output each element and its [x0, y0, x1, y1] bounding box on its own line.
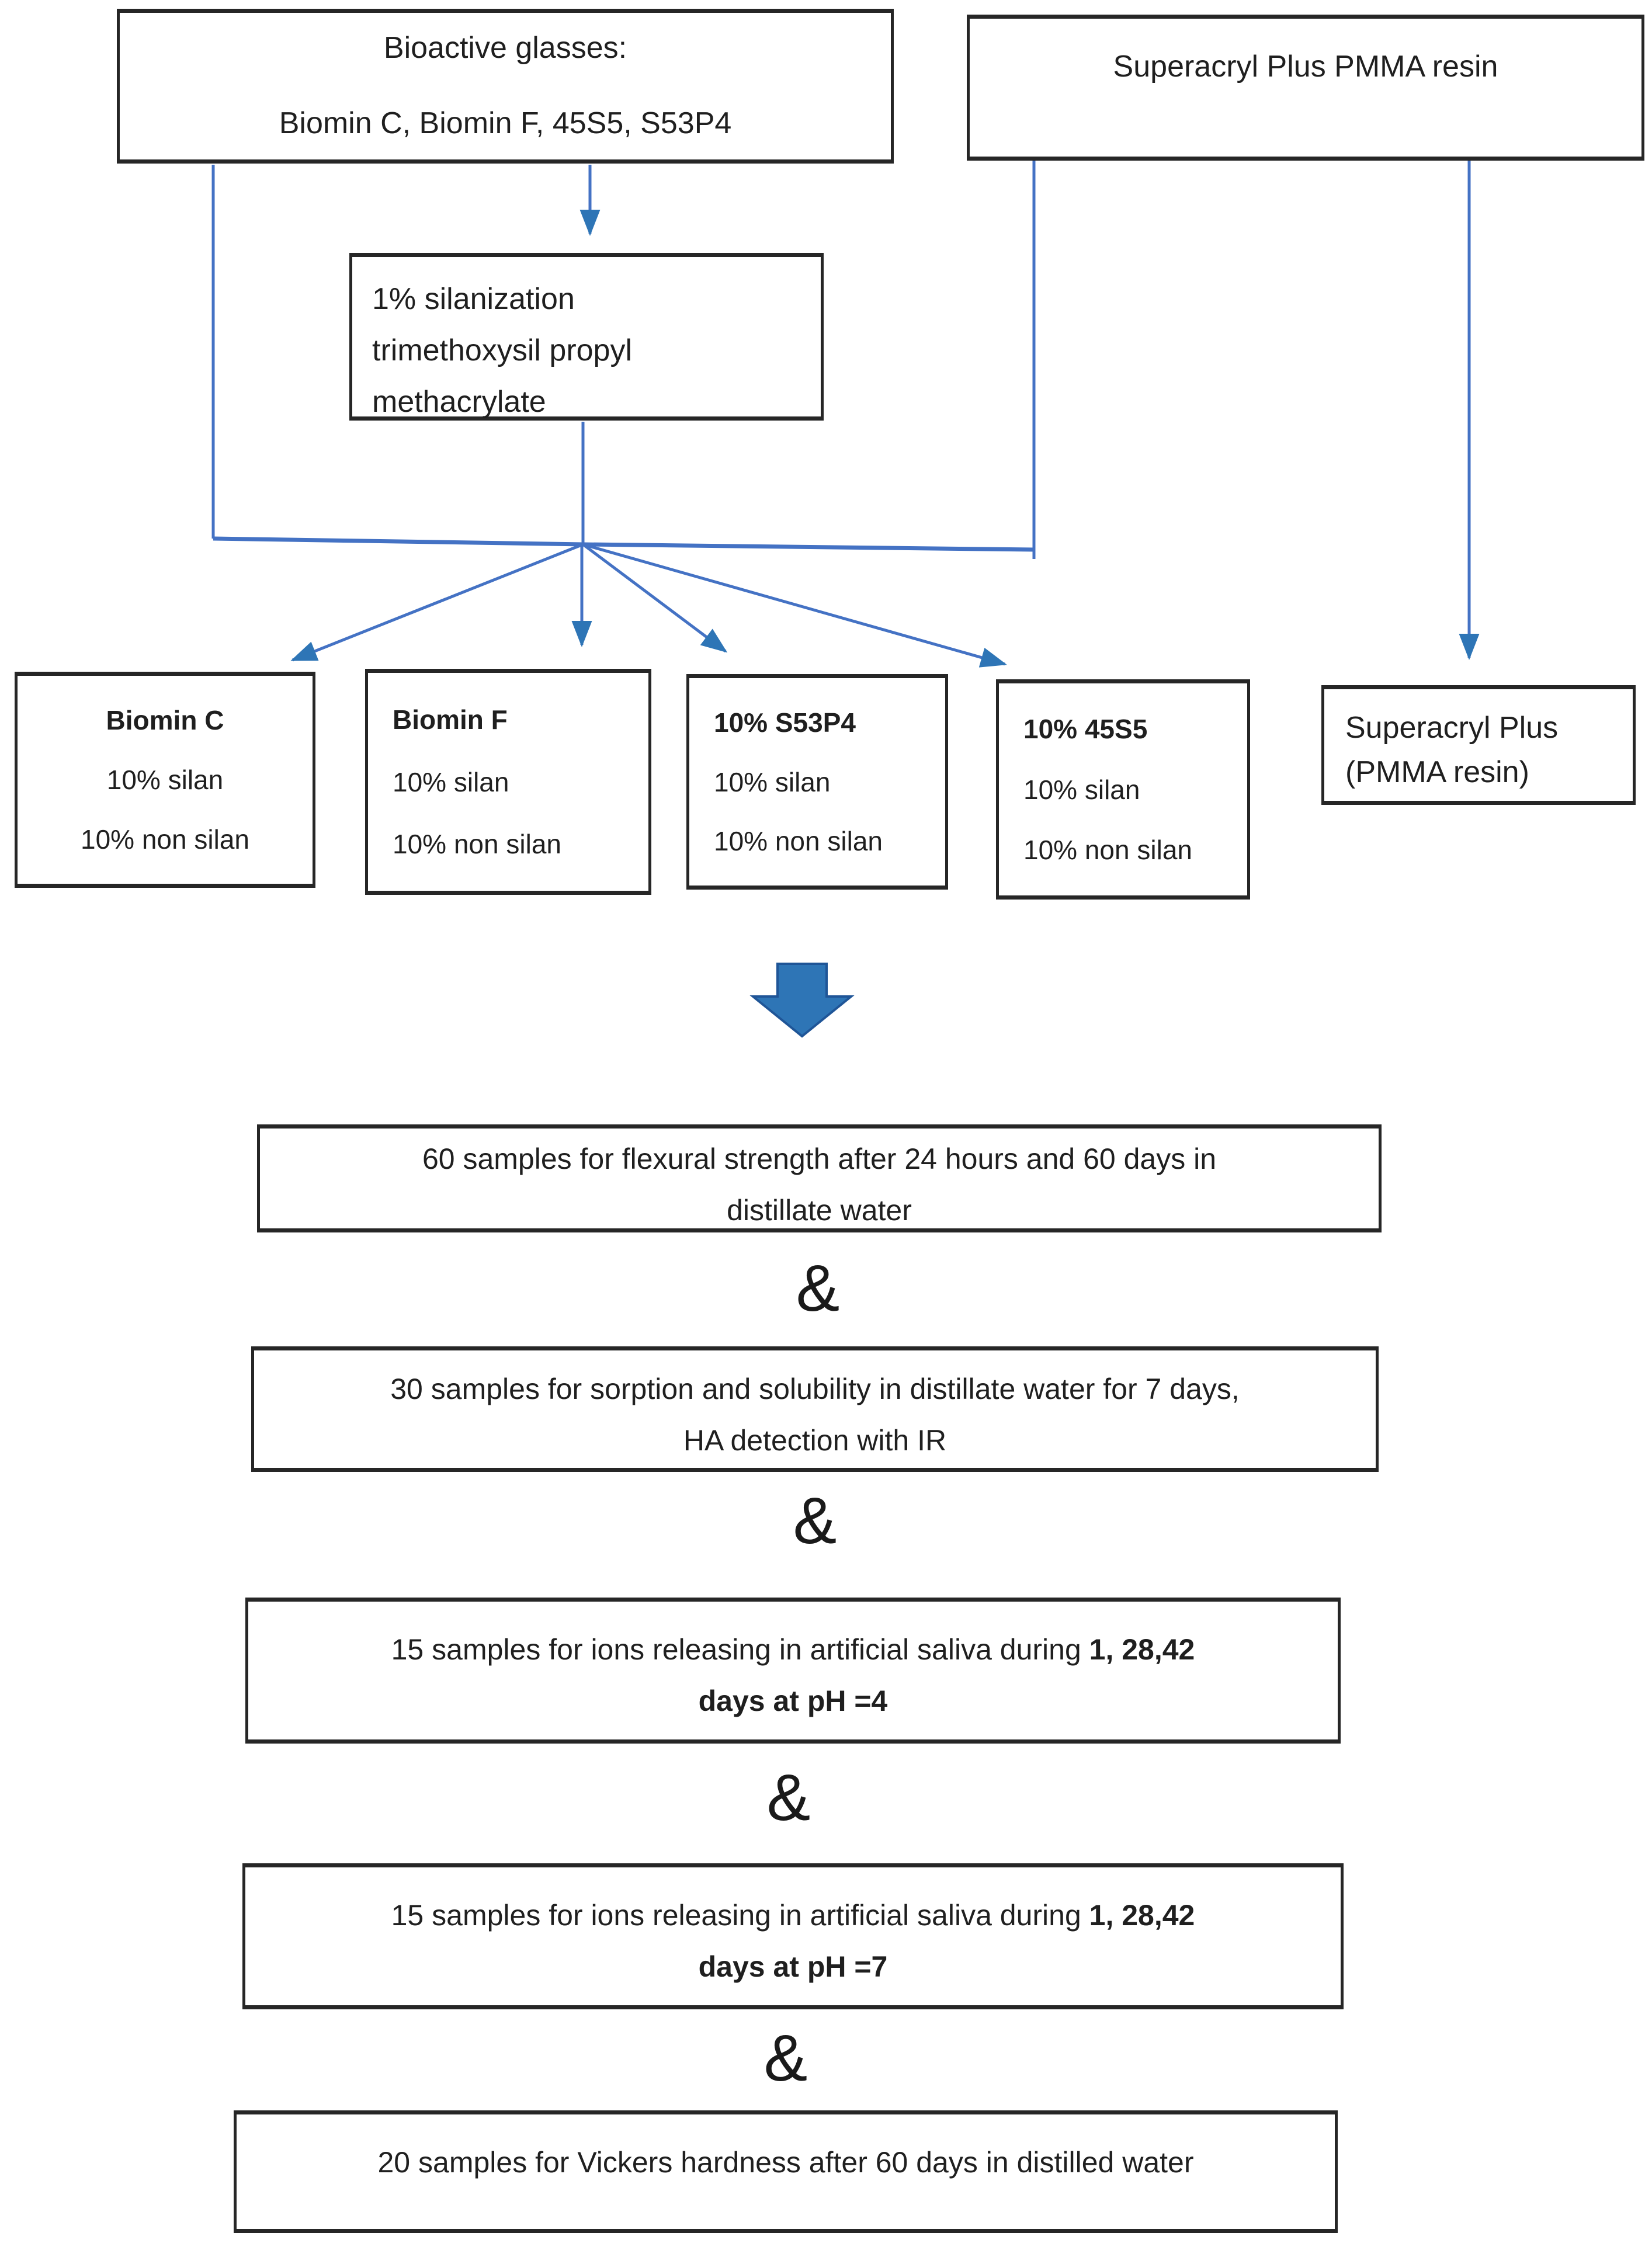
ampersand-separator-1: &	[796, 1252, 840, 1325]
material-title: Biomin F	[393, 704, 508, 735]
silanization-line-1: 1% silanization	[372, 282, 575, 316]
pmma-control-line-2: (PMMA resin)	[1345, 755, 1529, 789]
bioactive-glasses-list: Biomin C, Biomin F, 45S5, S53P4	[279, 106, 732, 140]
material-item: 10% silan	[393, 766, 509, 797]
test-ions-ph7-line-1: 15 samples for ions releasing in artific…	[245, 1890, 1341, 1941]
pmma-control-box: Superacryl Plus (PMMA resin)	[1321, 685, 1636, 805]
material-item: 10% silan	[1023, 774, 1140, 805]
connector-arrow-to-biomin-c	[290, 543, 584, 662]
material-box-45s5: 10% 45S5 10% silan 10% non silan	[996, 679, 1250, 900]
test-sorption-line-2: HA detection with IR	[683, 1424, 947, 1457]
superacryl-resin-box: Superacryl Plus PMMA resin	[967, 15, 1644, 161]
test-box-vickers: 20 samples for Vickers hardness after 60…	[234, 2110, 1338, 2233]
test-ions-ph4-line-2: days at pH =4	[248, 1675, 1338, 1727]
test-ions-ph7-line-2: days at pH =7	[245, 1941, 1341, 1992]
test-ions-ph4-line-2-bold: days at pH =4	[698, 1685, 888, 1717]
material-item: 10% non silan	[1023, 835, 1192, 866]
silanization-line-3: methacrylate	[372, 385, 546, 419]
connector-collector-line	[213, 536, 1036, 552]
connector-arrow-to-s53p4	[582, 543, 728, 653]
ampersand-separator-2: &	[793, 1484, 837, 1557]
test-ions-ph7-line-2-bold: days at pH =7	[698, 1950, 888, 1983]
test-box-ions-ph4: 15 samples for ions releasing in artific…	[245, 1598, 1341, 1744]
test-ions-ph7-line-1-bold: 1, 28,42	[1089, 1899, 1195, 1932]
test-ions-ph7-line-1-text: 15 samples for ions releasing in artific…	[391, 1899, 1089, 1932]
test-flexural-line-2: distillate water	[727, 1194, 912, 1227]
material-item: 10% non silan	[393, 828, 561, 859]
material-title: Biomin C	[106, 705, 224, 735]
pmma-control-line-1: Superacryl Plus	[1345, 711, 1559, 745]
material-item: 10% non silan	[81, 824, 249, 855]
superacryl-resin-label: Superacryl Plus PMMA resin	[1113, 50, 1498, 84]
test-flexural-line-1: 60 samples for flexural strength after 2…	[422, 1143, 1217, 1175]
connector-arrow-to-45s5	[582, 543, 1007, 668]
silanization-box: 1% silanization trimethoxysil propyl met…	[349, 253, 824, 421]
test-box-sorption: 30 samples for sorption and solubility i…	[251, 1346, 1379, 1472]
material-item: 10% silan	[714, 766, 831, 797]
ampersand-separator-4: &	[763, 2022, 808, 2095]
block-arrow-down-icon	[749, 963, 855, 1038]
test-ions-ph4-line-1-bold: 1, 28,42	[1089, 1633, 1195, 1666]
silanization-line-2: trimethoxysil propyl	[372, 334, 633, 367]
ampersand-separator-3: &	[766, 1761, 811, 1834]
test-sorption-line-1: 30 samples for sorption and solubility i…	[390, 1373, 1240, 1405]
test-ions-ph4-line-1-text: 15 samples for ions releasing in artific…	[391, 1633, 1089, 1666]
material-title: 10% 45S5	[1023, 713, 1148, 744]
test-box-flexural: 60 samples for flexural strength after 2…	[257, 1124, 1382, 1232]
test-box-ions-ph7: 15 samples for ions releasing in artific…	[242, 1863, 1344, 2009]
material-item: 10% silan	[106, 765, 224, 795]
material-item: 10% non silan	[714, 826, 883, 857]
bioactive-glasses-box: Bioactive glasses: Biomin C, Biomin F, 4…	[117, 9, 894, 164]
bioactive-glasses-title: Bioactive glasses:	[383, 31, 627, 65]
material-title: 10% S53P4	[714, 707, 856, 738]
material-box-biomin-c: Biomin C 10% silan 10% non silan	[15, 672, 315, 888]
test-ions-ph4-line-1: 15 samples for ions releasing in artific…	[248, 1624, 1338, 1675]
material-box-biomin-f: Biomin F 10% silan 10% non silan	[365, 669, 651, 895]
material-box-s53p4: 10% S53P4 10% silan 10% non silan	[686, 674, 948, 890]
test-vickers-line-1: 20 samples for Vickers hardness after 60…	[377, 2146, 1194, 2179]
